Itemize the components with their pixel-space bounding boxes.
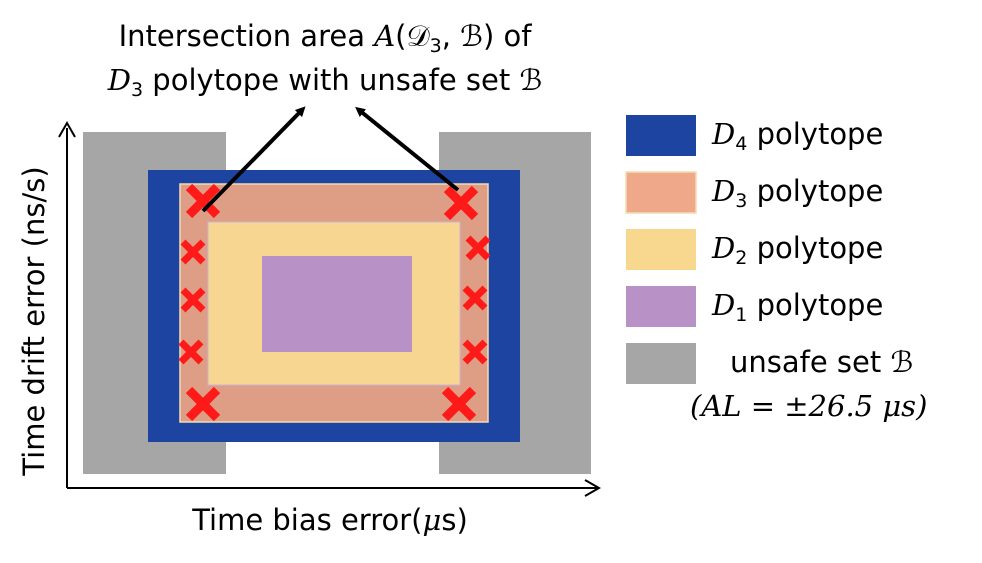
intersection-marker-icon (462, 339, 488, 365)
annotation-line-1: Intersection area A(𝒟3, ℬ) of (119, 19, 533, 57)
legend-label-d4: D4 polytope (711, 117, 883, 155)
intersection-marker-icon (462, 285, 488, 311)
legend-swatch-d4 (626, 115, 696, 156)
legend-label-d1: D1 polytope (711, 288, 883, 326)
intersection-marker-icon (185, 386, 221, 422)
y-axis-arrow-icon (58, 120, 76, 138)
y-axis-label: Time drift error (ns/s) (17, 166, 51, 476)
legend-swatch-d3 (625, 171, 697, 214)
legend-label-unsafe: unsafe set ℬ (730, 345, 913, 379)
legend-label-d2: D2 polytope (711, 231, 883, 269)
intersection-marker-icon (441, 386, 477, 422)
intersection-marker-icon (185, 183, 221, 219)
intersection-marker-icon (180, 239, 206, 265)
legend-swatch-d1 (626, 286, 696, 327)
legend-label-d3: D3 polytope (711, 174, 883, 212)
d1-polytope (262, 256, 412, 352)
x-axis-label: Time bias error(μs) (191, 503, 468, 537)
intersection-marker-icon (178, 339, 204, 365)
intersection-marker-icon (180, 287, 206, 313)
annotation-line-2: D3 polytope with unsafe set ℬ (107, 63, 543, 101)
legend-note-alert-limit: (AL = ±26.5 μs) (690, 389, 927, 423)
legend-swatch-unsafe (626, 343, 696, 384)
intersection-marker-icon (443, 185, 479, 221)
arrow-right (355, 106, 460, 192)
intersection-markers (178, 183, 491, 422)
legend: D4 polytope D3 polytope D2 polytope D1 p… (625, 115, 927, 423)
arrow-left (201, 106, 306, 213)
x-axis-arrow-icon (584, 479, 602, 497)
intersection-marker-icon (465, 235, 491, 261)
legend-swatch-d2 (626, 229, 696, 270)
